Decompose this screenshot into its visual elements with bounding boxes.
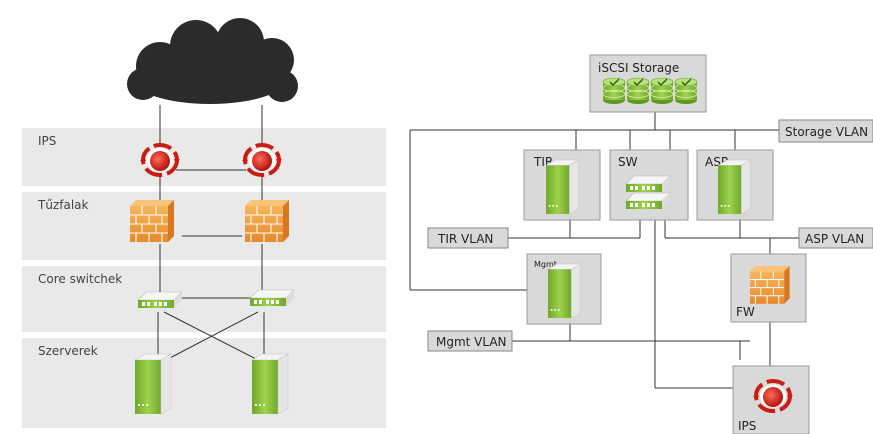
- ips-label: IPS: [738, 419, 756, 433]
- switch-icon: [137, 291, 183, 309]
- band-label-ips: IPS: [38, 134, 56, 148]
- tir-vlan-label: TIR VLAN: [437, 232, 493, 246]
- storage-label: iSCSI Storage: [598, 61, 679, 75]
- switch-icon: [625, 175, 671, 193]
- mgmt-vlan-box: [427, 330, 513, 352]
- storage-disk-icon: [650, 77, 674, 105]
- firewall-icon: [129, 199, 175, 243]
- band-core: [22, 266, 386, 332]
- storage-disk-icon: [674, 77, 698, 105]
- storage-vlan-label: Storage VLAN: [785, 125, 868, 139]
- server-icon: [547, 263, 581, 319]
- right-links: [409, 112, 800, 389]
- server-icon: [545, 159, 579, 215]
- cloud-icon: [127, 18, 298, 104]
- sw-label: SW: [618, 155, 638, 169]
- band-label-core: Core switchek: [38, 272, 122, 286]
- mgmt-vlan-label: Mgmt VLAN: [436, 335, 507, 349]
- tir-vlan-box: [427, 227, 509, 249]
- server-icon: [134, 353, 172, 415]
- band-firewalls: [22, 192, 386, 260]
- asp-vlan-label: ASP VLAN: [805, 232, 864, 246]
- firewall-icon: [749, 265, 791, 305]
- storage-vlan-box: [778, 119, 873, 143]
- right-diagram: iSCSI Storage Storage VLAN TIR SW ASP TI…: [409, 54, 873, 434]
- storage-disk-icon: [602, 77, 626, 105]
- storage-disk-icon: [626, 77, 650, 105]
- fw-label: FW: [736, 305, 755, 319]
- band-label-servers: Szerverek: [38, 344, 98, 358]
- mgmt-label: Mgmt: [534, 260, 557, 269]
- server-icon: [251, 353, 289, 415]
- left-diagram: IPS Tűzfalak Core switchek Szerverek: [22, 18, 386, 428]
- firewall-icon: [244, 199, 290, 243]
- band-servers: [22, 338, 386, 428]
- server-icon: [717, 159, 751, 215]
- switch-icon: [249, 289, 295, 307]
- switch-icon: [625, 192, 671, 210]
- band-ips: [22, 128, 386, 186]
- band-label-firewalls: Tűzfalak: [37, 198, 89, 212]
- asp-vlan-box: [798, 227, 873, 249]
- left-links: [157, 105, 265, 361]
